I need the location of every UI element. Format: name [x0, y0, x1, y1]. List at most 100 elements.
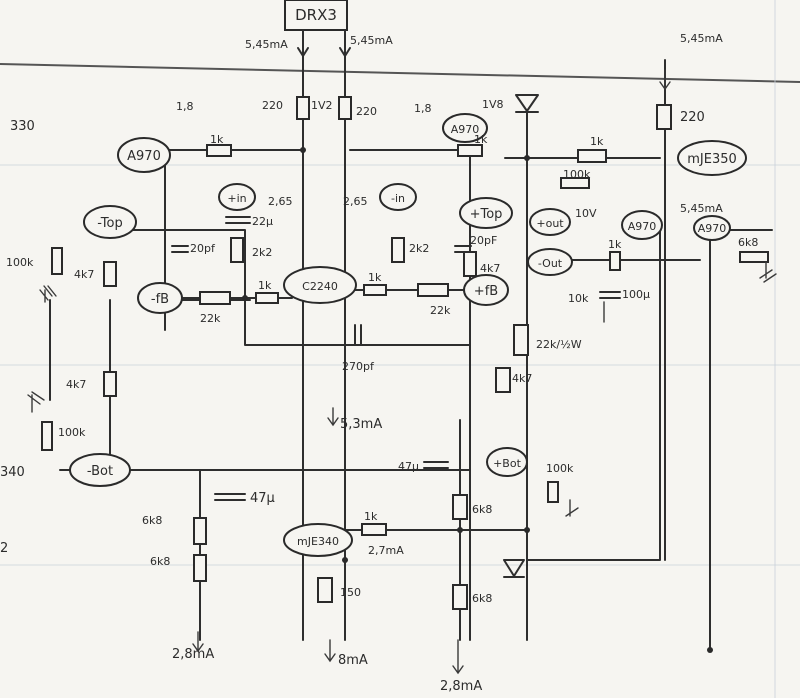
r-4k7-mid-label: 4k7 — [512, 372, 532, 385]
c-22u-label: 22µ — [252, 215, 273, 228]
svg-text:-fB: -fB — [151, 292, 169, 307]
svg-text:-in: -in — [391, 192, 405, 205]
svg-text:+in: +in — [227, 192, 246, 205]
led-symbols — [503, 94, 539, 578]
svg-text:A970: A970 — [698, 222, 727, 235]
c-100u-label: 100µ — [622, 288, 650, 301]
r-100k-left-label: 100k — [6, 256, 34, 269]
r-10k-label: 10k — [568, 292, 589, 305]
r-6k8-right-label: 6k8 — [738, 236, 758, 249]
current-bot-center-label: 8mA — [338, 653, 368, 668]
v-10v-label: 10V — [575, 207, 597, 220]
transistor-q-left: A970 — [117, 137, 171, 173]
r-6k8-c-label: 6k8 — [472, 503, 492, 516]
r-6k8-d-label: 6k8 — [472, 592, 492, 605]
svg-text:+Bot: +Bot — [493, 457, 521, 470]
r-22k-lw-label: 22k/½W — [536, 338, 582, 351]
r-2k2-left-label: 2k2 — [252, 246, 272, 259]
node-plus-out: +out — [529, 208, 571, 236]
current-1-8-left-label: 1,8 — [176, 100, 194, 113]
r-1k-top-left-label: 1k — [210, 133, 224, 146]
node-minus-in-right: -in — [379, 183, 417, 211]
r-220-right-label: 220 — [356, 105, 377, 118]
r-220-top-right-label: 220 — [680, 110, 705, 125]
current-2-65-left-label: 2,65 — [268, 195, 293, 208]
svg-text:-Bot: -Bot — [87, 464, 113, 479]
current-bot-left-label: 2,8mA — [172, 647, 214, 662]
r-22k-left-label: 22k — [200, 312, 221, 325]
margin-label-mid: 340 — [0, 465, 25, 480]
title-label: DRX3 — [295, 6, 337, 24]
transistor-q-diff-pair: C2240 — [283, 266, 357, 304]
r-22k-right-label: 22k — [430, 304, 451, 317]
r-100k-bot-right-label: 100k — [546, 462, 574, 475]
title-box: DRX3 — [284, 0, 348, 31]
c-20pf-left-label: 20pf — [190, 242, 216, 255]
r-100k-top-right-label: 100k — [563, 168, 591, 181]
svg-text:-Out: -Out — [538, 257, 563, 270]
svg-text:C2240: C2240 — [302, 280, 338, 293]
capacitors — [171, 216, 621, 501]
node-fb-left: -fB — [137, 282, 183, 314]
svg-text:+Top: +Top — [470, 207, 503, 222]
current-1-8-right-label: 1,8 — [414, 102, 432, 115]
svg-text:A970: A970 — [127, 149, 161, 164]
supply-right-label: 5,45mA — [350, 34, 393, 47]
r-1k-bottom-label: 1k — [364, 510, 378, 523]
svg-text:mJE340: mJE340 — [297, 535, 339, 548]
svg-text:mJE350: mJE350 — [687, 152, 737, 167]
current-5-45-right-label: 5,45mA — [680, 202, 723, 215]
c-47u-left-label: 47µ — [250, 491, 275, 506]
node-minus-bot: -Bot — [69, 453, 131, 487]
r-1k-pot-right-label: 1k — [608, 238, 622, 251]
transistor-q-top-right: mJE350 — [677, 140, 747, 176]
margin-label-bottom: 2 — [0, 541, 8, 556]
led-1v2-label: 1V2 — [311, 99, 333, 112]
transistor-q-center: A970 — [442, 113, 488, 143]
transistor-q-right-input: A970 — [621, 210, 663, 240]
node-fb-right: +fB — [463, 274, 509, 306]
transistor-q-right-output: A970 — [693, 215, 731, 241]
resistors — [41, 96, 769, 610]
supply-left-label: 5,45mA — [245, 38, 288, 51]
led-1v8-label: 1V8 — [482, 98, 504, 111]
node-plus-bot: +Bot — [486, 447, 528, 477]
ground-symbols — [27, 261, 777, 517]
current-2-65-right-label: 2,65 — [343, 195, 368, 208]
node-minus-out: -Out — [527, 248, 573, 276]
c-47u-center-label: 47µ — [398, 460, 419, 473]
c-20pf-right-label: 20pF — [470, 234, 497, 247]
node-minus-in: +in — [218, 183, 256, 211]
current-5-3-label: 5,3mA — [340, 417, 382, 432]
transistor-q-bottom: mJE340 — [283, 523, 353, 557]
r-4k7-left-label: 4k7 — [74, 268, 94, 281]
svg-text:+out: +out — [536, 217, 564, 230]
svg-text:+fB: +fB — [474, 284, 498, 299]
r-4k7-mid-left-label: 4k7 — [66, 378, 86, 391]
r-220-left-label: 220 — [262, 99, 283, 112]
r-100k-mid-left-label: 100k — [58, 426, 86, 439]
c-270pf-label: 270pf — [342, 360, 375, 373]
current-2-7-label: 2,7mA — [368, 544, 404, 557]
r-6k8-a-label: 6k8 — [142, 514, 162, 527]
current-bot-right-label: 2,8mA — [440, 679, 482, 694]
margin-label-top: 330 — [10, 119, 35, 134]
svg-text:A970: A970 — [451, 123, 480, 136]
r-150-label: 150 — [340, 586, 361, 599]
supply-far-right-label: 5,45mA — [680, 32, 723, 45]
junctions — [242, 147, 713, 653]
svg-text:A970: A970 — [628, 220, 657, 233]
r-1k-top-right-label: 1k — [590, 135, 604, 148]
r-6k8-b-label: 6k8 — [150, 555, 170, 568]
current-arrows — [192, 69, 671, 675]
svg-text:-Top: -Top — [97, 216, 122, 231]
node-minus-top: -Top — [83, 205, 137, 239]
r-4k7-right-label: 4k7 — [480, 262, 500, 275]
node-plus-top: +Top — [459, 197, 513, 229]
r-1k-top-center-label: 1k — [474, 133, 488, 146]
r-1k-diff-left-label: 1k — [258, 279, 272, 292]
r-2k2-right-label: 2k2 — [409, 242, 429, 255]
